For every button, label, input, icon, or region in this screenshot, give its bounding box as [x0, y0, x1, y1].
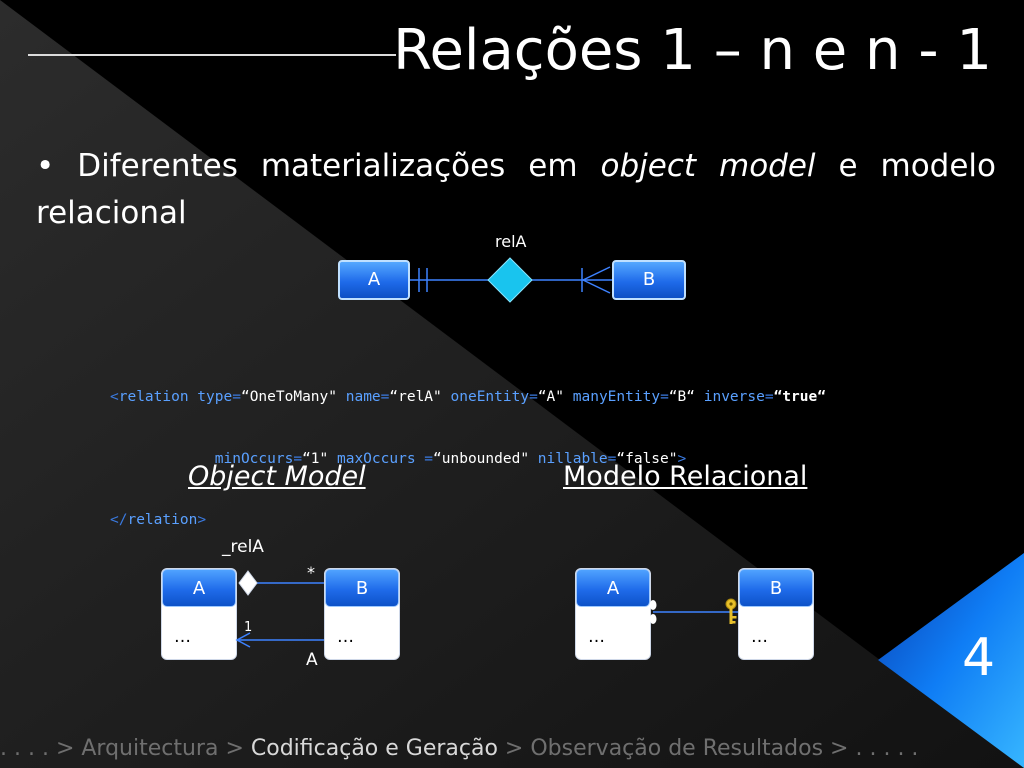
code-token: inverse [695, 389, 765, 405]
code-token: > [677, 450, 687, 467]
code-token: “unbounded" [433, 450, 530, 467]
code-token: = [232, 389, 241, 405]
rm-box-b-name: B [739, 569, 813, 607]
om-box-b-body: … [337, 627, 354, 647]
code-token: = [380, 389, 390, 405]
rm-box-b: B … [738, 568, 814, 660]
code-token: = [764, 389, 774, 405]
object-model-heading: Object Model [188, 461, 366, 492]
om-relation-label: _relA [222, 537, 264, 557]
code-token: “false" [616, 450, 678, 467]
code-token: “OneToMany" [240, 389, 337, 405]
code-token: “true“ [773, 389, 826, 405]
code-token: maxOccurs [328, 450, 425, 467]
code-token: > [197, 512, 207, 528]
om-box-a-name: A [162, 569, 236, 607]
om-box-a-body: … [174, 627, 191, 647]
rm-box-a: A … [575, 568, 651, 660]
om-associations [235, 570, 324, 648]
connector-dot-icon [649, 614, 657, 624]
code-token: nillable [529, 450, 608, 467]
key-icon [725, 598, 737, 624]
code-line-1: <relation type=“OneToMany" name=“relA" o… [110, 387, 826, 408]
code-token: = [660, 389, 669, 405]
code-token: < [110, 389, 119, 405]
om-multiplicity-one: 1 [244, 620, 253, 635]
code-token: name [337, 389, 381, 405]
code-line-3: </relation> [110, 510, 826, 531]
connector-dot-icon [649, 600, 657, 610]
code-token: = [293, 450, 303, 467]
page-number-triangle [878, 553, 1024, 768]
om-box-a: A … [161, 568, 237, 660]
om-box-b-name: B [325, 569, 399, 607]
rm-box-a-name: A [576, 569, 650, 607]
page-number: 4 [962, 628, 996, 688]
code-token: “A" [537, 389, 565, 405]
om-box-b: B … [324, 568, 400, 660]
code-token: minOccurs [110, 450, 294, 467]
rm-link [649, 598, 738, 624]
code-token: “B“ [668, 389, 695, 405]
er-entity-a: A [338, 260, 410, 300]
code-token: “relA" [389, 389, 442, 405]
code-token: type [188, 389, 233, 405]
code-token: relation [118, 389, 189, 405]
rm-box-a-body: … [588, 627, 605, 647]
aggregation-diamond [238, 570, 258, 596]
arrow-head-icon [235, 632, 251, 648]
relational-model-heading: Modelo Relacional [563, 461, 808, 492]
er-connector [405, 257, 620, 303]
er-entity-b: B [612, 260, 686, 300]
code-token: “1" [302, 450, 329, 467]
code-token: oneEntity [441, 389, 530, 405]
om-multiplicity-many: * [307, 563, 315, 582]
om-inverse-label: A [306, 650, 318, 670]
code-token: manyEntity [564, 389, 661, 405]
breadcrumb-item-current[interactable]: Codificação e Geração [250, 736, 498, 761]
relation-xml-code: <relation type=“OneToMany" name=“relA" o… [110, 346, 826, 551]
er-relation-label: relA [495, 232, 527, 251]
code-token: = [424, 450, 434, 467]
code-token: </ [110, 512, 128, 528]
breadcrumb-item-arquitectura[interactable]: Arquitectura [81, 736, 219, 761]
code-token: relation [127, 512, 198, 528]
code-token: = [607, 450, 617, 467]
code-line-2: minOccurs=“1" maxOccurs =“unbounded" nil… [110, 449, 826, 470]
footer-breadcrumb: . . . . > Arquitectura > Codificação e G… [0, 736, 919, 761]
rm-box-b-body: … [751, 627, 768, 647]
slide-title: Relações 1 – n e n - 1 [393, 18, 992, 83]
code-token: = [529, 389, 538, 405]
relation-diamond [487, 257, 533, 303]
breadcrumb-item-observacao[interactable]: Observação de Resultados [530, 736, 824, 761]
bullet-text: • Diferentes materializações em object m… [36, 148, 997, 231]
